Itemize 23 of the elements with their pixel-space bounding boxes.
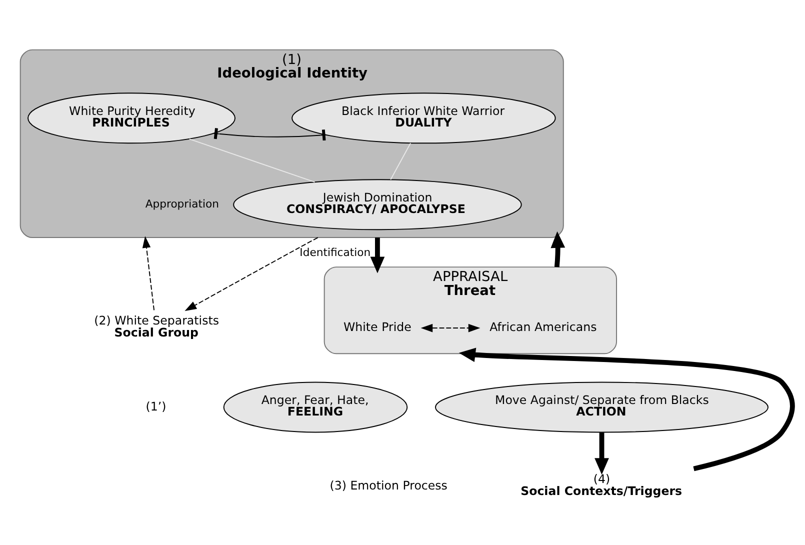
arrow [594, 432, 609, 474]
label: (1’) [146, 398, 166, 413]
arrow [458, 347, 795, 471]
node-ellipse: Anger, Fear, Hate, FEELING [223, 381, 408, 432]
arrow [184, 236, 318, 311]
arrow [142, 236, 155, 310]
label: (3) Emotion Process [330, 478, 448, 492]
node-text: (4) Social Contexts/Triggers [520, 472, 682, 498]
edge-label: Appropriation [145, 196, 219, 210]
arrow [420, 323, 480, 332]
node-ellipse: Jewish Domination CONSPIRACY/ APOCALYPSE [233, 178, 522, 230]
node-ellipse: Move Against/ Separate from Blacks ACTION [435, 381, 769, 432]
connector [390, 142, 412, 180]
node-ellipse: White Purity Heredity PRINCIPLES [28, 92, 236, 144]
connector [189, 138, 316, 182]
arrow [550, 230, 566, 267]
node-ellipse: Black Inferior White Warrior DUALITY [292, 92, 556, 144]
edge-label: Identification [300, 246, 371, 259]
connector [213, 128, 326, 140]
node-text: African Americans [490, 320, 597, 334]
arrow [370, 237, 385, 273]
node-text: White Pride [344, 320, 412, 334]
node-text: (2) White Separatists Social Group [94, 313, 220, 340]
